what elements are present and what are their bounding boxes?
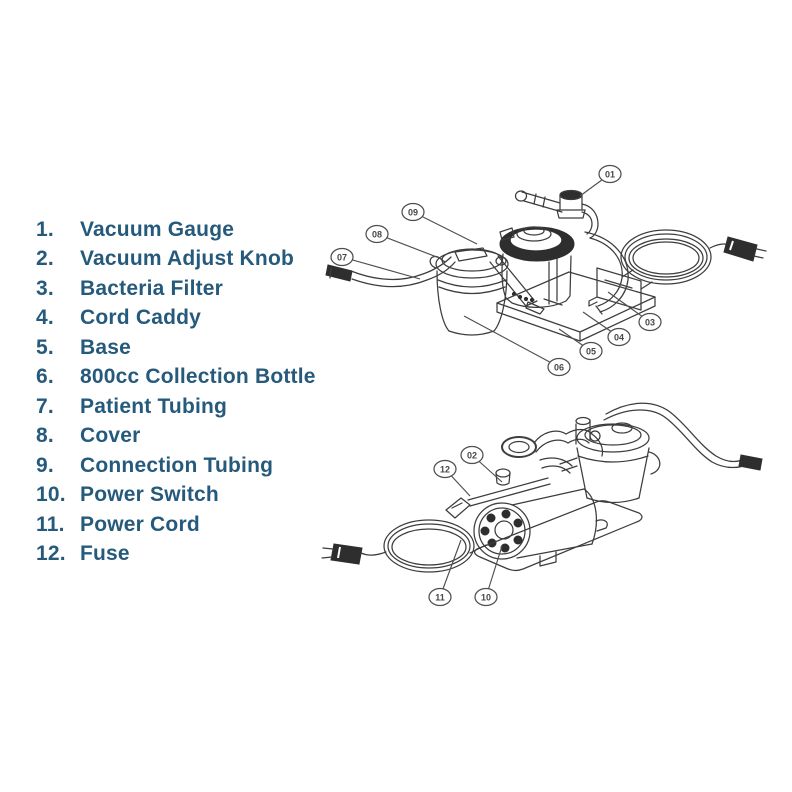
pump-head-assembly (501, 416, 604, 474)
part-label: Cover (80, 424, 141, 448)
part-number: 6. (36, 365, 54, 389)
part-label: Power Switch (80, 483, 219, 507)
callout-04-base: 04 (582, 311, 631, 347)
power-plug-bottom (321, 543, 363, 565)
vacuum-adjust-knob (495, 468, 511, 486)
part-label: Vacuum Gauge (80, 217, 235, 241)
power-plug-top (723, 236, 767, 262)
power-cord-coil-top (620, 229, 730, 290)
part-label: Vacuum Adjust Knob (80, 247, 294, 271)
svg-text:06: 06 (554, 363, 564, 373)
svg-text:04: 04 (614, 333, 624, 343)
svg-text:11: 11 (435, 593, 445, 603)
callout-06-collection-bottle: 06 (463, 315, 571, 377)
part-number: 1. (36, 217, 54, 241)
parts-list-item: 11. Power Cord (36, 510, 316, 540)
svg-text:05: 05 (586, 347, 596, 357)
callout-03-cord-caddy: 03 (607, 291, 662, 332)
parts-list-item: 9. Connection Tubing (36, 451, 316, 481)
power-cord-coil-bottom (360, 519, 487, 573)
part-label: Base (80, 335, 132, 359)
part-number: 10. (36, 483, 66, 507)
part-number: 3. (36, 276, 54, 300)
svg-text:01: 01 (605, 170, 615, 180)
part-label: Power Cord (80, 512, 200, 536)
parts-list: 1. Vacuum Gauge 2. Vacuum Adjust Knob 3. Ba… (36, 215, 316, 569)
callout-11-power-cord: 11 (428, 539, 462, 607)
diagram-bottom-suction-unit: 02 12 11 10 (321, 402, 763, 607)
part-number: 9. (36, 453, 54, 477)
cord-caddy (588, 267, 642, 311)
parts-list-item: 5. Base (36, 333, 316, 363)
part-number: 12. (36, 542, 66, 566)
vacuum-gauge (499, 226, 575, 262)
part-label: Fuse (80, 542, 130, 566)
parts-list-item: 3. Bacteria Filter (36, 274, 316, 304)
parts-list-item: 1. Vacuum Gauge (36, 215, 316, 245)
part-label: Patient Tubing (80, 394, 228, 418)
connection-tubing-rear (603, 402, 763, 471)
svg-text:03: 03 (645, 318, 655, 328)
connection-tubing (584, 231, 629, 315)
base-rear (473, 500, 643, 572)
callout-10-power-switch: 10 (474, 545, 503, 607)
base (496, 271, 656, 342)
callout-08-cover: 08 (365, 224, 443, 260)
diagram-top-suction-unit: 01 09 08 07 03 (325, 164, 767, 377)
collection-bottle (429, 247, 509, 336)
part-number: 4. (36, 306, 54, 330)
svg-text:09: 09 (408, 208, 418, 218)
motor-pump (473, 488, 598, 567)
callout-01-bacteria-filter: 01 (579, 164, 622, 197)
svg-text:12: 12 (440, 465, 450, 475)
part-label: Bacteria Filter (80, 276, 224, 300)
callout-12-fuse: 12 (433, 459, 471, 497)
part-label: Connection Tubing (80, 453, 274, 477)
svg-text:02: 02 (467, 451, 477, 461)
part-number: 7. (36, 394, 54, 418)
bacteria-filter (514, 189, 599, 239)
part-number: 8. (36, 424, 54, 448)
part-number: 11. (36, 512, 65, 536)
parts-list-item: 12. Fuse (36, 540, 316, 570)
callout-05-base-edge: 05 (558, 328, 603, 361)
parts-list-item: 8. Cover (36, 422, 316, 452)
callout-09-connection-tubing: 09 (401, 202, 478, 245)
parts-list-item: 6. 800cc Collection Bottle (36, 363, 316, 393)
callout-07-patient-tubing: 07 (330, 247, 421, 280)
part-label: Cord Caddy (80, 306, 202, 330)
part-number: 5. (36, 335, 54, 359)
svg-text:07: 07 (337, 253, 347, 263)
pump-body (501, 253, 572, 308)
parts-list-item: 4. Cord Caddy (36, 304, 316, 334)
part-label: 800cc Collection Bottle (80, 365, 316, 389)
svg-text:08: 08 (372, 230, 382, 240)
collection-bottle-rear (559, 422, 661, 504)
svg-text:10: 10 (481, 593, 491, 603)
fuse-bracket (445, 477, 551, 519)
callout-02-vacuum-adjust-knob: 02 (460, 445, 503, 483)
part-number: 2. (36, 247, 54, 271)
parts-list-item: 2. Vacuum Adjust Knob (36, 245, 316, 275)
parts-list-item: 7. Patient Tubing (36, 392, 316, 422)
parts-list-item: 10. Power Switch (36, 481, 316, 511)
